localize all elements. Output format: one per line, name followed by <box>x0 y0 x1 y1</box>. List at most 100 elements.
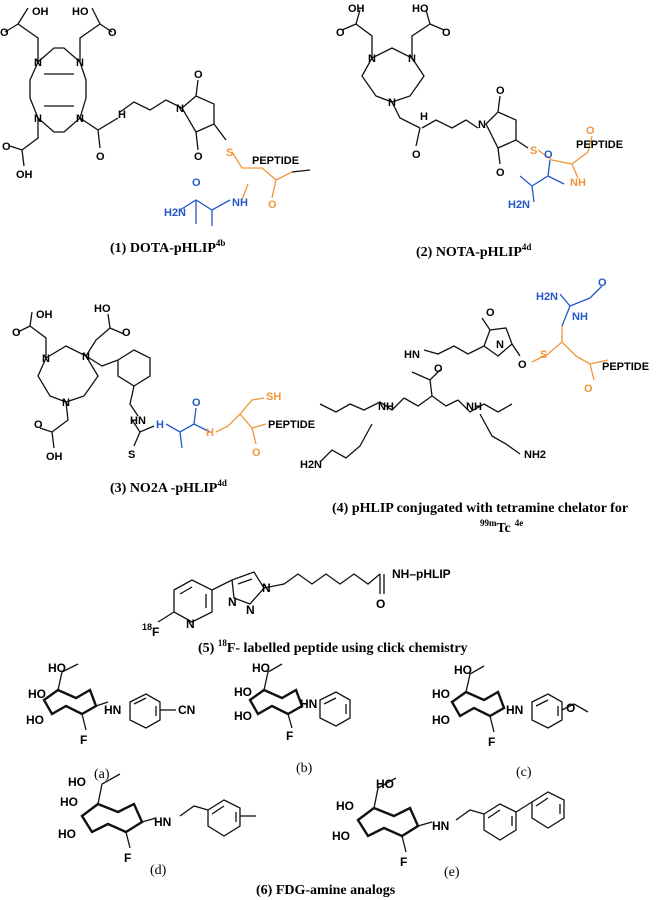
sublabel-b: (b) <box>296 761 313 776</box>
atom-h2n-4: H2N <box>300 459 322 471</box>
structure-6a <box>42 663 176 731</box>
atom-h-3b: H <box>206 427 214 439</box>
atom-s-3a: S <box>128 449 135 461</box>
structure-18f-click <box>157 571 385 623</box>
atom-ho-6c2: HO <box>432 687 450 701</box>
atom-hn-6c: HN <box>506 703 523 717</box>
atom-hn-6e: HN <box>432 819 449 833</box>
atom-ho-6e2: HO <box>336 799 354 813</box>
atom-n-2c: N <box>388 97 396 109</box>
atom-n-2a: N <box>368 53 376 65</box>
atom-nh-4c: NH <box>572 311 588 323</box>
sublabel-d: (d) <box>150 863 167 878</box>
atom-o-1f: O <box>194 151 203 163</box>
atom-n-2d: N <box>478 119 486 131</box>
atom-f-6c: F <box>488 735 495 749</box>
atom-h-3: H <box>156 419 164 431</box>
atom-ho-2b: HO <box>412 3 429 15</box>
atom-nh-2: NH <box>570 177 586 189</box>
caption-5: (5) 18F- labelled peptide using click ch… <box>198 638 468 656</box>
atom-oh-3a: OH <box>36 309 53 321</box>
atom-o-6c: O <box>566 701 575 715</box>
atom-n-3a: N <box>42 353 50 365</box>
sublabel-e: (e) <box>444 865 460 880</box>
atom-o-3a: O <box>12 327 21 339</box>
atom-o-3e: O <box>252 447 261 459</box>
atom-o-1g: O <box>268 199 277 211</box>
atom-ho-6e1: HO <box>376 777 394 791</box>
structure-6c <box>450 665 589 733</box>
caption-3: (3) NO2A -pHLIP4d <box>110 478 227 496</box>
atom-o-4b: O <box>518 359 527 371</box>
atom-o-2d: O <box>496 85 505 97</box>
atom-ho-6c1: HO <box>454 663 472 677</box>
atom-h-1: H <box>118 109 126 121</box>
atom-n-2b: N <box>408 53 416 65</box>
atom-peptide-4: PEPTIDE <box>602 361 649 373</box>
atom-f-6e: F <box>400 855 407 869</box>
atom-s-2: S <box>530 145 537 157</box>
atom-oh-1a: OH <box>32 6 49 18</box>
atom-f-6a: F <box>80 733 87 747</box>
atom-o-1b: O <box>108 27 117 39</box>
atom-n-5b: N <box>262 581 271 595</box>
atom-f-6d: F <box>124 851 131 865</box>
structure-6d <box>80 773 256 849</box>
atom-sh-3: SH <box>266 391 281 403</box>
atom-n-3b: N <box>82 351 90 363</box>
atom-nh-4b: NH <box>466 401 482 413</box>
caption-6: (6) FDG-amine analogs <box>256 883 396 898</box>
atom-hn-6d: HN <box>154 815 171 829</box>
atom-o-2c: O <box>412 149 421 161</box>
atom-ho-6d3: HO <box>58 827 76 841</box>
atom-o-4a: O <box>486 307 495 319</box>
atom-h2n-1: H2N <box>164 207 186 219</box>
atom-hn-6a: HN <box>104 703 121 717</box>
atom-f-6b: F <box>286 729 293 743</box>
atom-oh-3c: OH <box>46 451 63 463</box>
atom-nh2-4: NH2 <box>524 449 546 461</box>
atom-n-1d: N <box>76 113 84 125</box>
atom-o-4d: O <box>584 383 593 395</box>
atom-hn-6b: HN <box>300 697 317 711</box>
atom-nh-4a: NH <box>378 401 394 413</box>
atom-ho-6a2: HO <box>28 687 46 701</box>
atom-n-5c: N <box>246 603 255 617</box>
atom-ho-6b3: HO <box>234 709 252 723</box>
atom-s-4: S <box>540 349 547 361</box>
sublabel-a: (a) <box>94 767 110 782</box>
atom-o-1e: O <box>194 69 203 81</box>
atom-o-3b: O <box>122 327 131 339</box>
bond-chain-4a <box>319 423 373 463</box>
sublabel-c: (c) <box>516 765 532 780</box>
atom-h-2: H <box>420 111 428 123</box>
structure-no2a-phlip <box>17 311 267 449</box>
atom-h2n-2: H2N <box>508 199 530 211</box>
atom-n-5d: N <box>228 595 237 609</box>
atom-peptide-1: PEPTIDE <box>252 155 299 167</box>
caption-2: (2) NOTA-pHLIP4d <box>416 242 531 260</box>
caption-1: (1) DOTA-pHLIP4b <box>110 238 225 256</box>
atom-ho-3b: HO <box>94 303 111 315</box>
structure-6e <box>356 777 565 853</box>
atom-ho-6b1: HO <box>252 661 270 675</box>
atom-ho-6d2: HO <box>60 795 78 809</box>
atom-o-1h: O <box>192 177 201 189</box>
atom-n-3c: N <box>62 397 70 409</box>
atom-o-1c: O <box>2 141 11 153</box>
atom-o-4c: O <box>434 363 443 375</box>
atom-o-2f: O <box>586 125 595 137</box>
atom-o-3d: O <box>192 397 201 409</box>
atom-o-4e: O <box>598 277 607 289</box>
atom-ho-6a3: HO <box>26 713 44 727</box>
atom-ho-6d1: HO <box>68 775 86 789</box>
atom-nh-1: NH <box>232 197 248 209</box>
atom-f-5: 18F <box>142 622 159 639</box>
atom-o-1a: O <box>0 27 9 39</box>
atom-o-2g: O <box>544 149 553 161</box>
atom-n-4a: N <box>496 339 504 351</box>
atom-peptide-3: PEPTIDE <box>268 419 315 431</box>
atom-o-3c: O <box>34 419 43 431</box>
